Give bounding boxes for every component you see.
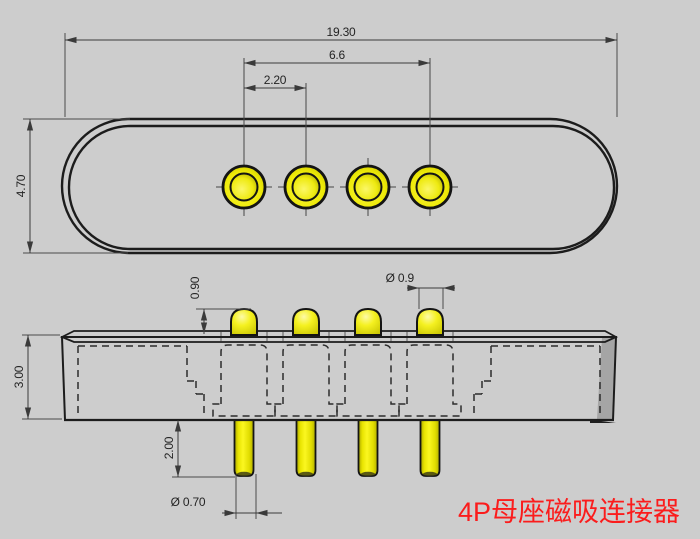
pin-tail-1-tip bbox=[237, 471, 251, 477]
pin-plunger-4 bbox=[416, 307, 444, 336]
dim-tail-length: 2.00 bbox=[162, 420, 235, 478]
dim-plunger-diameter: Ø 0.9 bbox=[386, 271, 455, 309]
pin-contact-3 bbox=[340, 158, 396, 216]
dim-body-thickness: 3.00 bbox=[12, 334, 62, 420]
product-title: 4P母座磁吸连接器 bbox=[458, 497, 680, 527]
hidden-left-pocket bbox=[77, 345, 205, 417]
dim-pin-pitch: 2.20 bbox=[244, 73, 306, 92]
pin-contact-2 bbox=[278, 158, 334, 216]
pin-tail-4-tip bbox=[423, 471, 437, 477]
pin-tail-2 bbox=[295, 419, 317, 477]
side-view: 0.90 Ø 0.9 3.00 2.00 bbox=[12, 271, 619, 519]
dim-tail-length-value: 2.00 bbox=[162, 436, 176, 459]
hidden-internal-lines bbox=[77, 344, 601, 417]
dim-body-width: 4.70 bbox=[14, 118, 130, 254]
dim-body-thickness-value: 3.00 bbox=[12, 365, 26, 388]
pin-tail-3-tip bbox=[361, 471, 375, 477]
dim-pin-span-value: 6.6 bbox=[329, 48, 346, 62]
pin-plunger-1 bbox=[230, 307, 258, 336]
pin-contact-4 bbox=[402, 158, 458, 216]
hidden-cavity-1 bbox=[212, 344, 276, 417]
pin-contact-1 bbox=[216, 158, 272, 216]
pin-plunger-3 bbox=[354, 307, 382, 336]
dim-tail-diameter-value: Ø 0.70 bbox=[171, 495, 206, 509]
pin-tail-3 bbox=[357, 419, 379, 477]
top-face-hole-edges bbox=[220, 332, 454, 341]
dim-body-width-value: 4.70 bbox=[14, 174, 28, 197]
dim-plunger-height: 0.90 bbox=[188, 276, 251, 334]
hidden-cavity-2 bbox=[274, 344, 338, 417]
dim-tail-diameter: Ø 0.70 bbox=[171, 474, 282, 519]
dim-pin-span: 6.6 bbox=[244, 48, 430, 67]
hidden-cavity-3 bbox=[336, 344, 400, 417]
dim-total-width: 19.30 bbox=[64, 25, 618, 117]
pin-plunger-2 bbox=[292, 307, 320, 336]
pin-tail-1 bbox=[233, 419, 255, 477]
pin-tails bbox=[233, 419, 441, 477]
housing-front-face bbox=[60, 336, 618, 421]
dim-plunger-height-value: 0.90 bbox=[188, 276, 202, 299]
housing-inner-outline bbox=[67, 124, 616, 251]
housing-outer-outline bbox=[60, 117, 619, 255]
dim-plunger-diameter-value: Ø 0.9 bbox=[386, 271, 415, 285]
pin-tail-2-tip bbox=[299, 471, 313, 477]
housing-right-shade bbox=[597, 338, 615, 419]
dim-total-width-value: 19.30 bbox=[326, 25, 356, 39]
top-view: 19.30 6.6 2.20 4.70 bbox=[14, 25, 619, 255]
hidden-right-pocket bbox=[473, 345, 601, 417]
dim-pin-pitch-value: 2.20 bbox=[264, 73, 287, 87]
hidden-cavity-4 bbox=[398, 344, 462, 417]
housing-top-face bbox=[59, 330, 619, 343]
pin-tail-4 bbox=[419, 419, 441, 477]
housing-bottom-corner bbox=[590, 419, 616, 423]
